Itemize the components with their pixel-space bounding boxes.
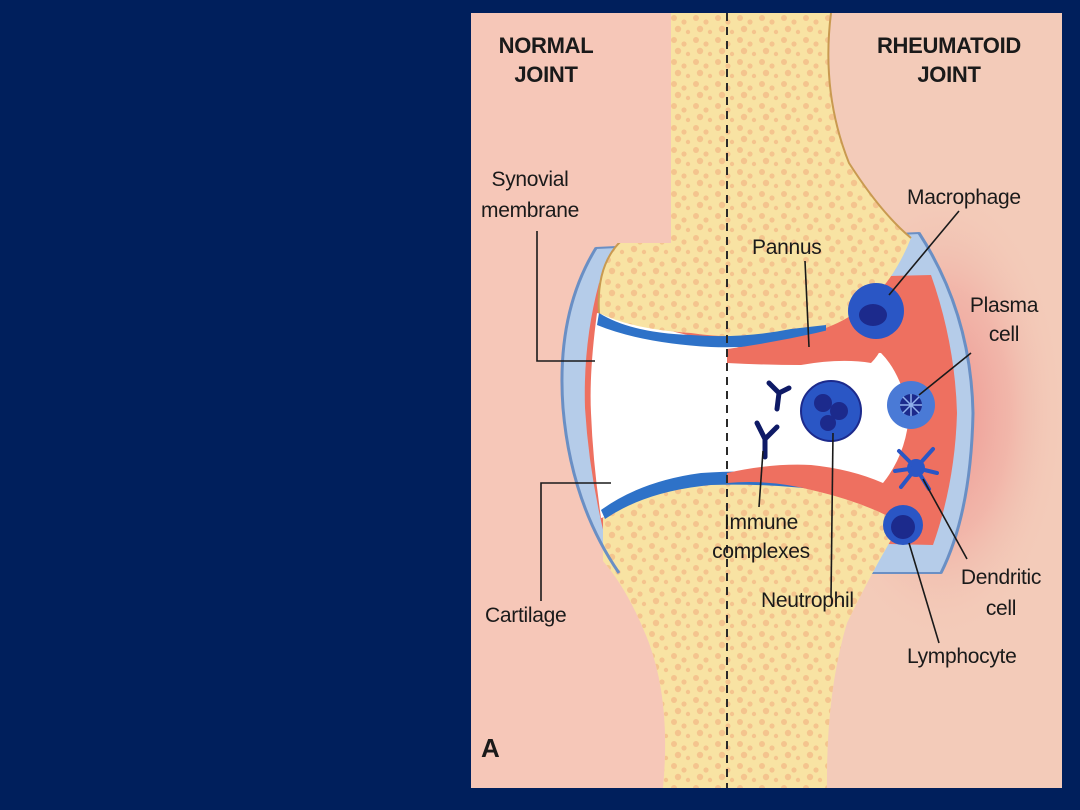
joint-space [590,313,909,518]
label-synovial-membrane: Synovial membrane [481,168,579,222]
panel-letter: A [481,733,500,763]
joint-diagram: NORMAL JOINT RHEUMATOID JOINT Synovial m… [471,13,1062,788]
label-cartilage: Cartilage [485,604,567,627]
label-plasma-cell: Plasma cell [969,294,1039,346]
label-neutrophil: Neutrophil [761,589,854,612]
label-lymphocyte: Lymphocyte [907,645,1017,668]
pannus-upper [727,313,886,365]
normal-joint-header: NORMAL JOINT [498,33,594,87]
immune-complexes [754,380,792,460]
label-immune-complexes: Immune complexes [712,511,810,563]
rheumatoid-joint-header: RHEUMATOID JOINT [876,33,1022,87]
label-macrophage: Macrophage [907,186,1021,209]
label-dendritic-cell: Dendritic cell [960,566,1042,620]
pannus-lower [727,464,901,523]
plasma-cell-shape [887,381,935,429]
neutrophil-cell [800,380,862,442]
label-pannus: Pannus [752,236,822,259]
upper-cartilage [597,313,826,348]
lymphocyte-cell [883,505,923,545]
macrophage-cell [848,283,904,339]
dendritic-cell-shape [893,447,939,491]
